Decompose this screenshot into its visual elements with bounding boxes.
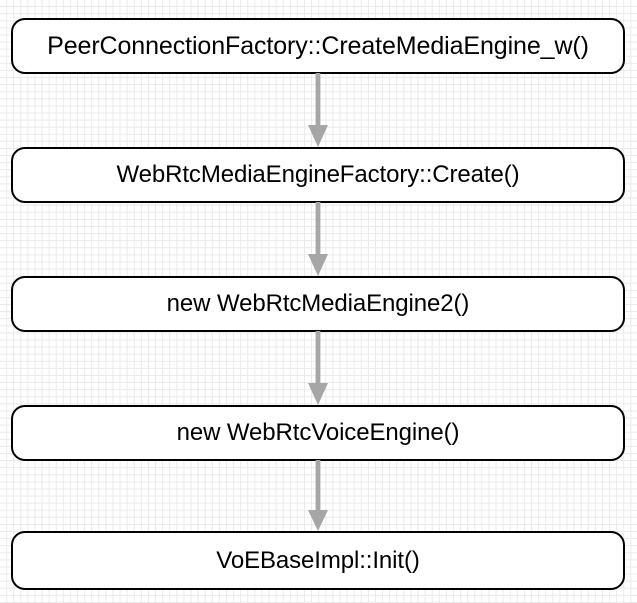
flowchart-node-webrtcmediaenginefactory-create[interactable]: WebRtcMediaEngineFactory::Create() [11,147,625,203]
flow-arrow-down [307,73,329,147]
flow-arrow-down [307,331,329,405]
flow-arrow-down [307,202,329,276]
flowchart-node-new-webrtcvoiceengine[interactable]: new WebRtcVoiceEngine() [11,405,625,461]
node-label: new WebRtcMediaEngine2() [166,290,470,317]
flowchart-node-voebaseimpl-init[interactable]: VoEBaseImpl::Init() [11,531,625,590]
flowchart-node-new-webrtcmediaengine2[interactable]: new WebRtcMediaEngine2() [11,276,625,332]
node-label: WebRtcMediaEngineFactory::Create() [116,161,520,188]
flowchart-node-peerconnectionfactory-createmediaengine[interactable]: PeerConnectionFactory::CreateMediaEngine… [11,18,625,74]
node-label: new WebRtcVoiceEngine() [176,419,460,446]
node-label: PeerConnectionFactory::CreateMediaEngine… [47,31,589,60]
node-label: VoEBaseImpl::Init() [216,546,420,574]
flow-arrow-down [307,460,329,531]
